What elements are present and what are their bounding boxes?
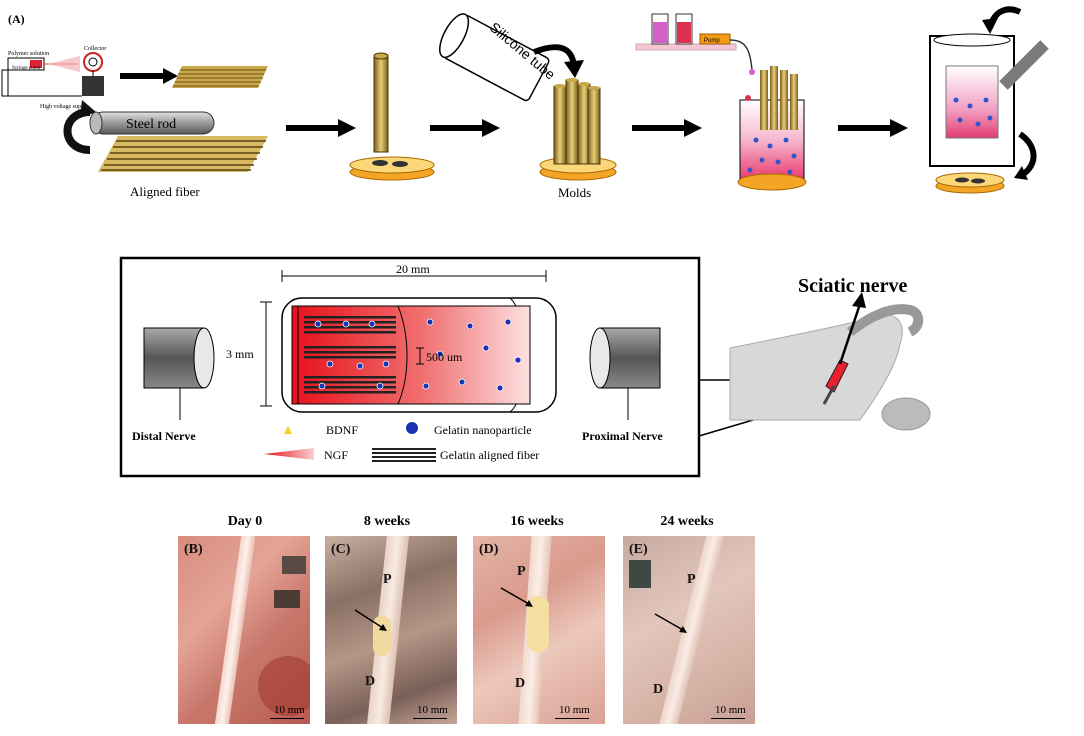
fiber-legend-icon — [372, 448, 436, 462]
photo-8-weeks: (C) P D 10 mm — [325, 536, 457, 724]
scale-label-b: 10 mm — [274, 704, 305, 716]
arrow-icon-e — [654, 613, 687, 633]
photo-16-weeks: (D) P D 10 mm — [473, 536, 605, 724]
diameter-label: 3 mm — [226, 347, 254, 361]
pump-vials — [635, 13, 753, 71]
photo-distal-d: D — [515, 676, 526, 691]
conduit-schematic: 20 mm 3 mm 500 um Distal Nerve — [119, 256, 931, 478]
molds-assembly — [539, 78, 617, 181]
proximal-nerve-label: Proximal Nerve — [582, 429, 663, 443]
scale-label-c: 10 mm — [417, 704, 448, 716]
photo-24-weeks: (E) P D 10 mm — [623, 536, 755, 724]
final-conduit — [929, 33, 1049, 194]
photo-proximal-c: P — [383, 572, 392, 587]
aligned-fiber-bundles — [304, 316, 396, 394]
photo-letter-e: (E) — [629, 542, 648, 557]
silicone-tube — [439, 13, 550, 102]
distal-nerve — [143, 327, 215, 420]
scale-bar-e — [711, 718, 745, 719]
molds-label: Molds — [558, 185, 591, 200]
scale-bar-d — [555, 718, 589, 719]
pump-label: Pump — [704, 38, 720, 44]
panel-a-label: (A) — [8, 12, 25, 26]
ngf-legend-label: NGF — [324, 448, 348, 462]
electrospinning-setup — [1, 52, 104, 97]
gelatin-conduit — [291, 305, 531, 405]
insert-arrow-icon — [564, 60, 584, 78]
bdnf-legend-label: BDNF — [326, 423, 358, 437]
fiber-legend-label: Gelatin aligned fiber — [440, 448, 539, 462]
scale-label-d: 10 mm — [559, 704, 590, 716]
photo-title-d: 16 weeks — [510, 514, 564, 529]
steel-rod-label: Steel rod — [126, 117, 176, 132]
nanoparticle-legend-label: Gelatin nanoparticle — [434, 423, 532, 437]
photo-letter-d: (D) — [479, 542, 499, 557]
fiber-sheet-small — [172, 66, 268, 88]
length-label: 20 mm — [396, 262, 430, 276]
collector-label: Collector — [84, 46, 106, 52]
aligned-fiber-label: Aligned fiber — [130, 184, 200, 199]
arrow-icon-d — [500, 587, 533, 607]
photo-title-c: 8 weeks — [363, 514, 411, 529]
sciatic-nerve-label: Sciatic nerve — [798, 275, 908, 297]
aligned-fiber-sheet — [98, 136, 268, 172]
rotate-arrow-icon — [63, 108, 91, 154]
photo-day-0: (B) 10 mm — [178, 536, 310, 724]
gelatin-nanoparticles — [314, 318, 522, 392]
distal-nerve-label: Distal Nerve — [132, 429, 196, 443]
scale-bar-b — [270, 718, 304, 719]
proximal-nerve — [589, 327, 661, 420]
bdnf-legend-icon — [284, 426, 292, 434]
ngf-legend-icon — [264, 448, 314, 460]
photo-distal-e: D — [653, 682, 664, 697]
nanoparticle-legend-icon — [406, 422, 418, 434]
polymer-solution-label: Polymer solution — [8, 51, 49, 57]
syringe-pump-label: Syringe pump — [12, 66, 41, 71]
high-voltage-label: High voltage supply — [40, 104, 89, 110]
inner-dimension-label: 500 um — [426, 350, 463, 364]
filled-tube — [737, 66, 807, 191]
photo-letter-c: (C) — [331, 542, 351, 557]
scale-label-e: 10 mm — [715, 704, 746, 716]
rolled-fiber-on-base — [349, 52, 435, 181]
photo-proximal-d: P — [517, 564, 526, 579]
rat-leg-illustration — [729, 304, 931, 431]
photo-title-e: 24 weeks — [660, 514, 714, 529]
arrow-icon-c — [354, 609, 387, 631]
photo-proximal-e: P — [687, 572, 696, 587]
fabrication-process-diagram: Polymer solution Syringe pump Collector … — [1, 6, 1049, 200]
photo-title-b: Day 0 — [227, 514, 263, 529]
photo-letter-b: (B) — [184, 542, 203, 557]
photo-distal-c: D — [365, 674, 376, 689]
scale-bar-c — [413, 718, 447, 719]
